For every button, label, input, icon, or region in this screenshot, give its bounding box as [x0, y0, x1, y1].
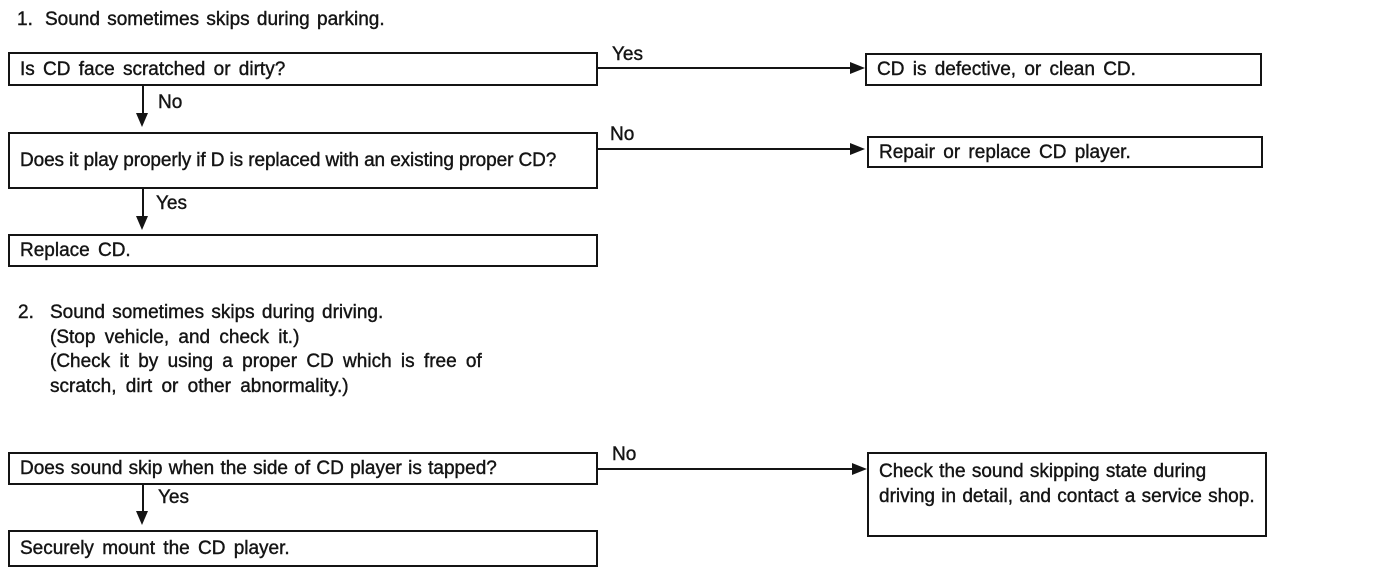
result-box-replace-cd: Replace CD. [8, 234, 598, 267]
result-text: Repair or replace CD player. [879, 141, 1131, 163]
result-box-cd-defective: CD is defective, or clean CD. [865, 53, 1262, 86]
label-no: No [612, 444, 637, 465]
connector-line-yes-3 [142, 485, 144, 511]
label-no: No [610, 124, 635, 145]
arrowhead-down-icon [136, 113, 148, 127]
label-yes: Yes [156, 193, 187, 214]
label-yes: Yes [612, 44, 643, 65]
result-box-contact-service: Check the sound skipping state during dr… [867, 452, 1267, 537]
question-box-cd-face-scratched: Is CD face scratched or dirty? [8, 52, 598, 86]
question-text: Does sound skip when the side of CD play… [20, 458, 497, 479]
arrowhead-down-icon [136, 511, 148, 525]
arrowhead-down-icon [136, 216, 148, 230]
question-text: Does it play properly if D is replaced w… [20, 150, 557, 171]
connector-line-no-2 [598, 148, 850, 150]
label-yes: Yes [158, 487, 189, 508]
connector-line-yes-2 [142, 189, 144, 216]
connector-line-yes-1 [598, 67, 850, 69]
connector-line-no-3 [598, 468, 852, 470]
result-text: CD is defective, or clean CD. [877, 59, 1136, 80]
section-2-number: 2. [18, 302, 34, 323]
arrowhead-right-icon [850, 62, 865, 74]
result-text: Check the sound skipping state during dr… [879, 461, 1255, 507]
result-box-repair-replace: Repair or replace CD player. [867, 136, 1263, 168]
section-2-note-2: (Check it by using a proper CD which is … [50, 351, 482, 372]
label-no: No [158, 92, 183, 113]
section-1-title: Sound sometimes skips during parking. [45, 9, 385, 30]
result-box-securely-mount: Securely mount the CD player. [8, 530, 598, 567]
question-text: Is CD face scratched or dirty? [20, 58, 286, 80]
arrowhead-right-icon [852, 463, 867, 475]
section-2-note-1: (Stop vehicle, and check it.) [50, 327, 300, 348]
connector-line-no-1 [142, 86, 144, 114]
arrowhead-right-icon [850, 143, 865, 155]
section-1-number: 1. [17, 9, 33, 30]
result-text: Securely mount the CD player. [20, 538, 290, 559]
result-text: Replace CD. [20, 240, 131, 261]
section-2-note-3: scratch, dirt or other abnormality.) [50, 376, 349, 397]
section-2-title: Sound sometimes skips during driving. [50, 302, 384, 323]
question-box-play-properly: Does it play properly if D is replaced w… [8, 132, 598, 189]
question-box-player-tapped: Does sound skip when the side of CD play… [8, 452, 598, 485]
